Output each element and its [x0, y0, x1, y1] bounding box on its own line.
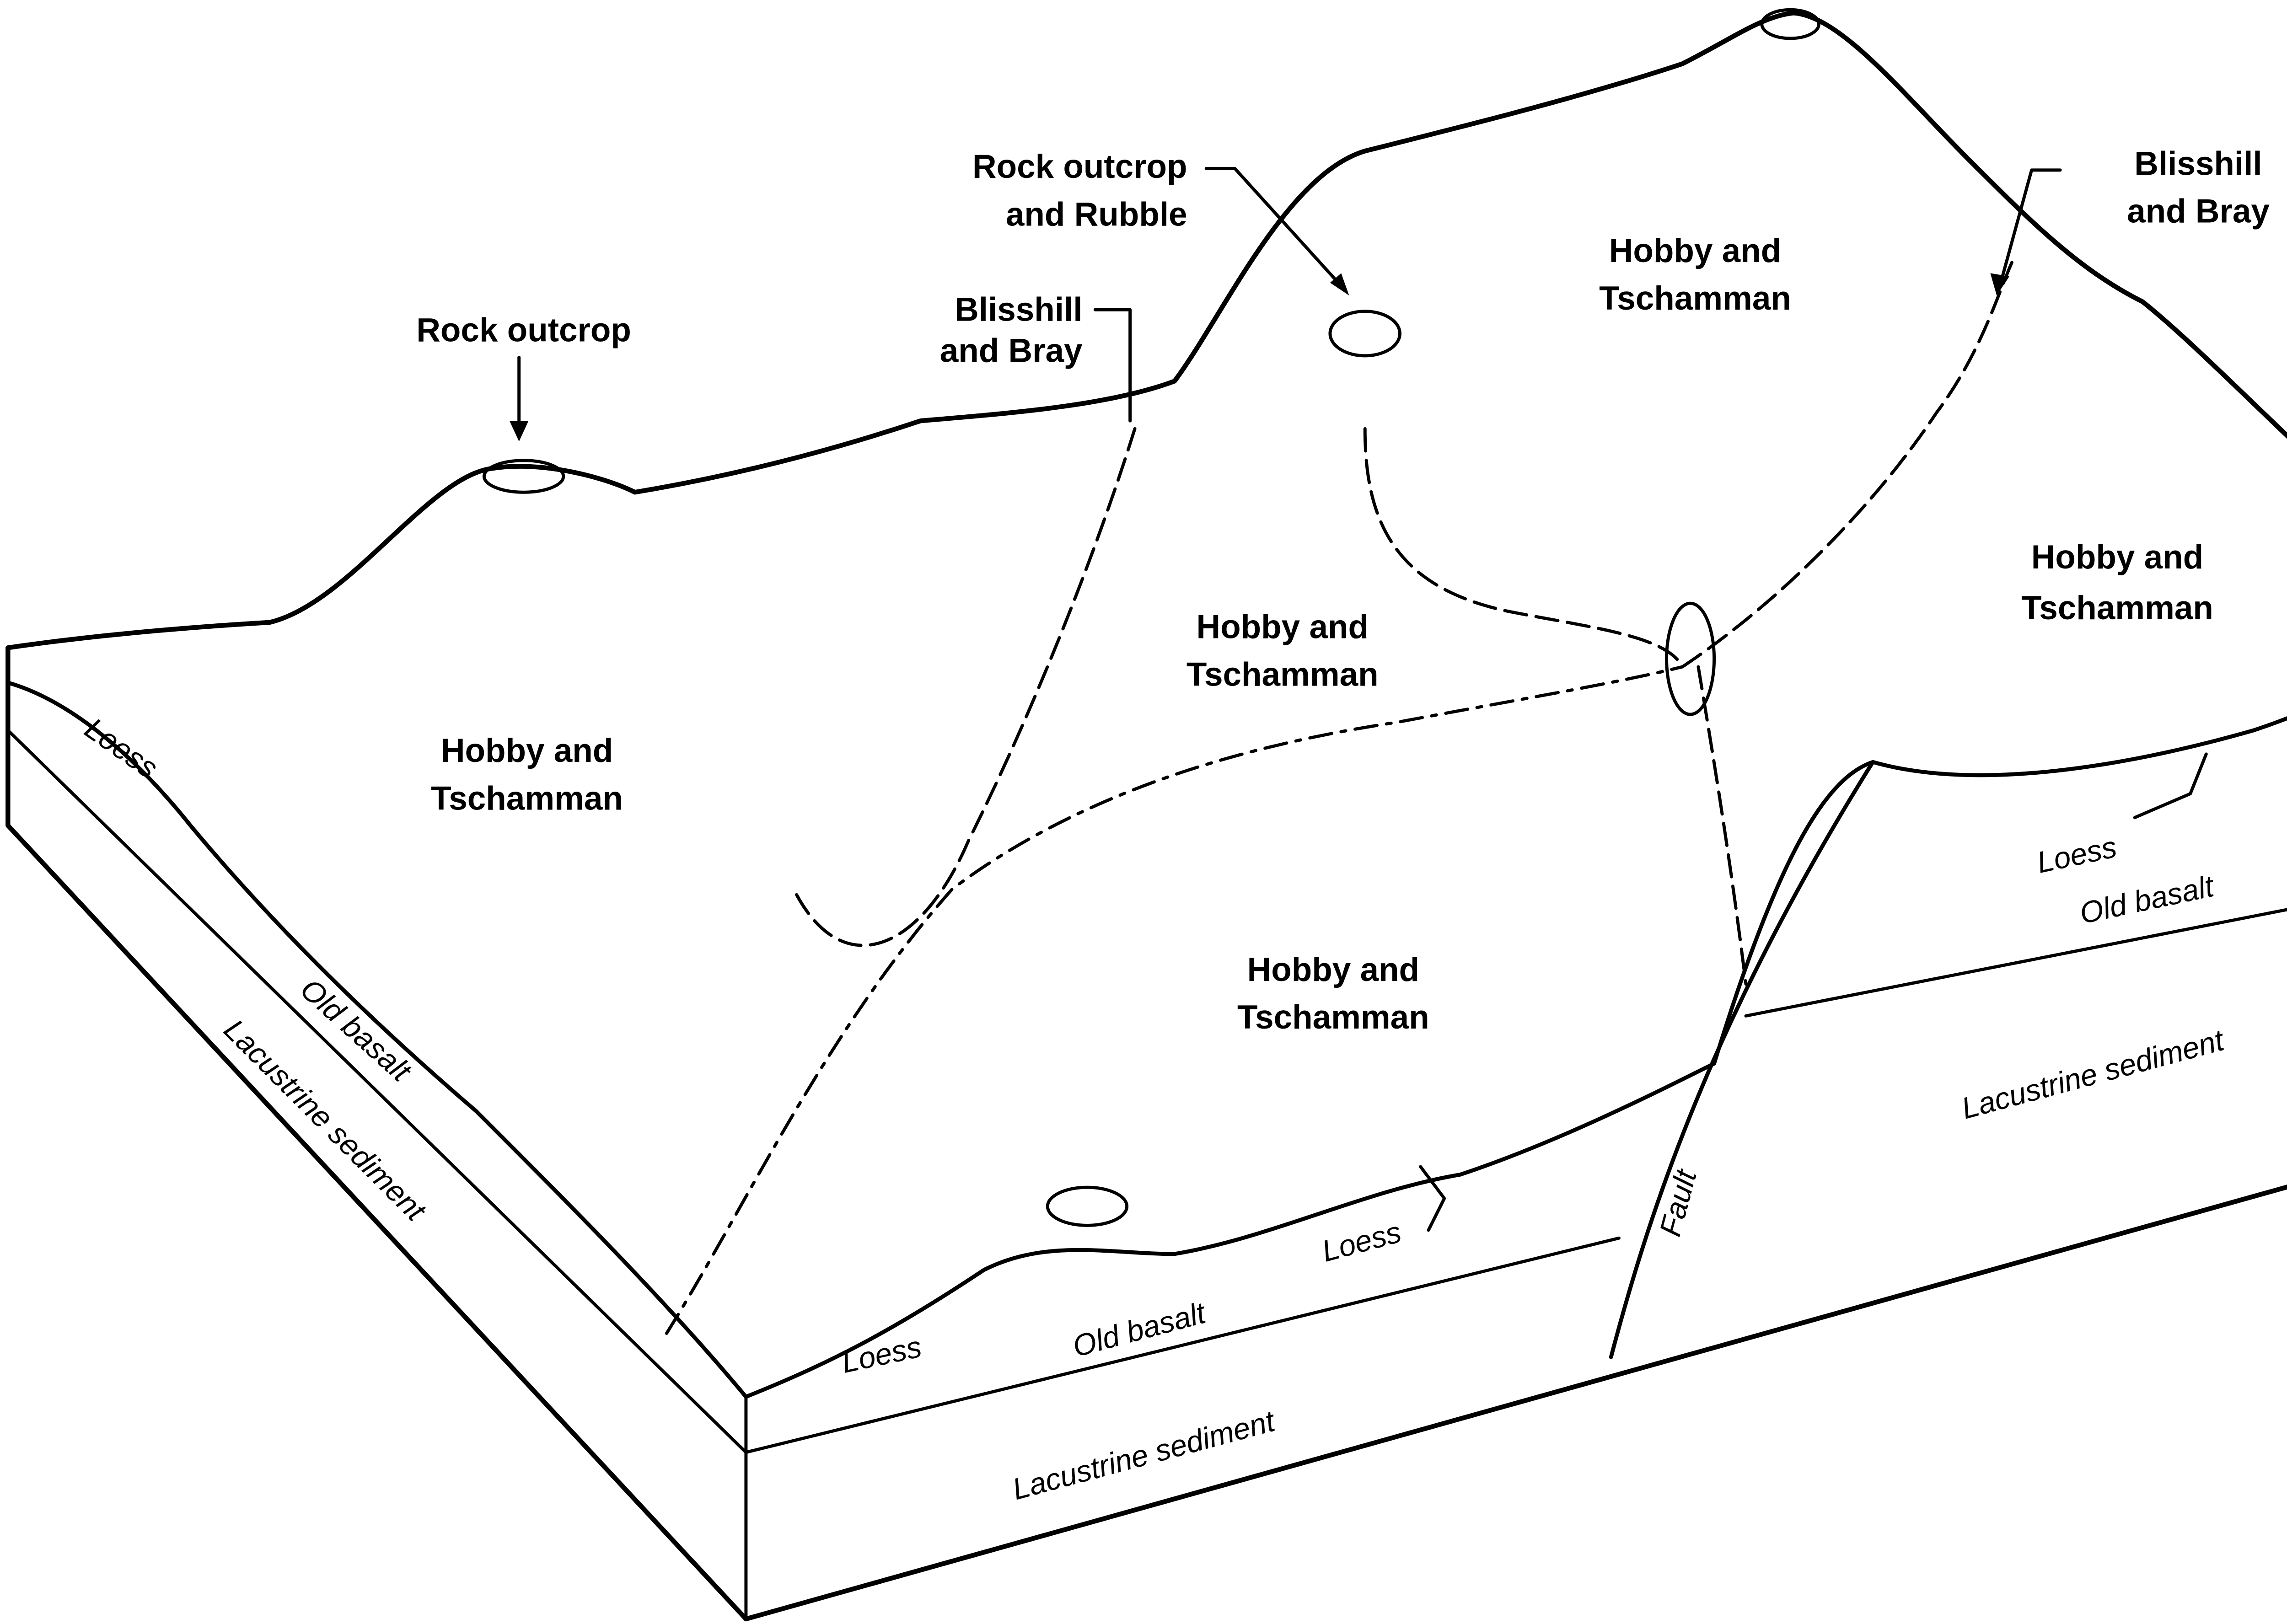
rock-outcrop-peak-shape [1760, 8, 1821, 40]
label-hobby-top-line2: Tschamman [1599, 280, 1791, 317]
leader-lines [509, 166, 2208, 1232]
label-hobby-left-line1: Hobby and [441, 732, 613, 769]
label-hobby-left-line2: Tschamman [431, 780, 623, 817]
label-old-basalt-bottom: Old basalt [1069, 1295, 1210, 1363]
label-blisshill-center-line1: Blisshill [955, 291, 1082, 328]
label-hobby-right-line2: Tschamman [2021, 590, 2213, 627]
label-hobby-lower-line2: Tschamman [1237, 999, 1429, 1036]
label-rock-outcrop-rubble-line2: and Rubble [1006, 196, 1187, 233]
label-loess-left: Loess [79, 711, 164, 785]
soil-boundaries [665, 252, 2018, 1335]
label-hobby-center-line2: Tschamman [1186, 656, 1379, 693]
label-hobby-top-line1: Hobby and [1609, 232, 1781, 269]
rock-outcrop-left-shape [482, 459, 565, 494]
label-lacustrine-bottom: Lacustrine sediment [1009, 1403, 1279, 1506]
block-outline [5, 11, 2287, 1622]
rock-outcrop-bottom-shape [1046, 1185, 1129, 1227]
label-loess-middle: Loess [1318, 1215, 1405, 1268]
label-fault: Fault [1653, 1165, 1703, 1240]
label-rock-outcrop-left: Rock outcrop [416, 312, 631, 349]
label-hobby-center-line1: Hobby and [1197, 609, 1369, 646]
label-old-basalt-right: Old basalt [2077, 868, 2217, 930]
label-loess-bottom: Loess [839, 1329, 924, 1379]
label-blisshill-right-line2: and Bray [2127, 193, 2270, 230]
label-lacustrine-right: Lacustrine sediment [1958, 1023, 2228, 1126]
rock-outcrops [482, 8, 1821, 1227]
label-loess-right: Loess [2034, 830, 2120, 879]
label-rock-outcrop-rubble-line1: Rock outcrop [972, 148, 1187, 185]
label-hobby-right-line1: Hobby and [2031, 539, 2203, 576]
label-hobby-lower-line1: Hobby and [1247, 951, 1419, 988]
label-blisshill-right-line1: Blisshill [2134, 145, 2262, 182]
rock-outcrop-junction-shape [1665, 601, 1716, 716]
rock-outcrop-center-shape [1328, 310, 1402, 358]
label-blisshill-center-line2: and Bray [940, 332, 1083, 370]
